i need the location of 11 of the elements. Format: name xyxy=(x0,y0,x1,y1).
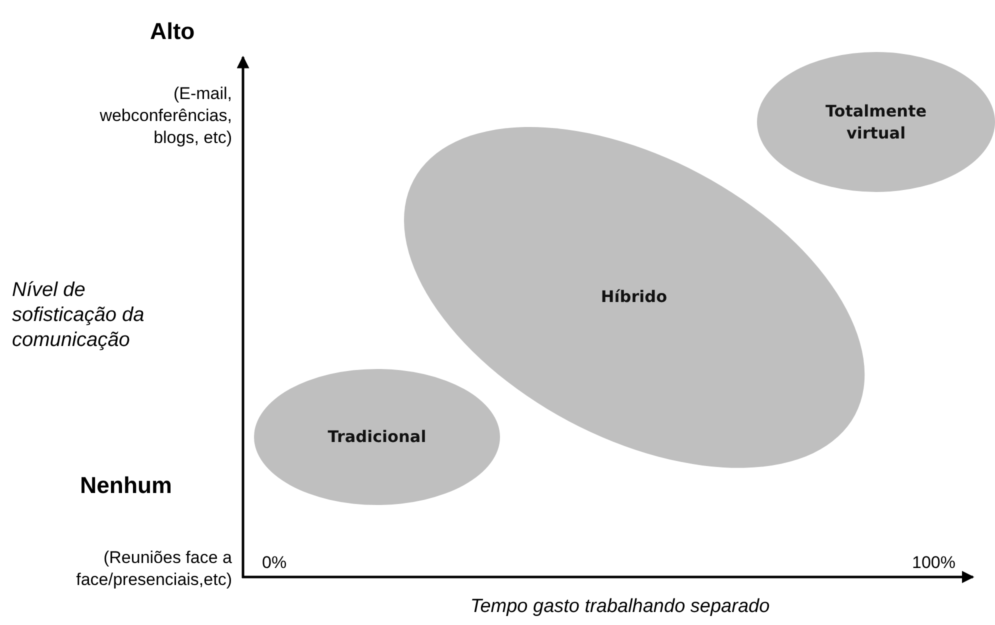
tick-label: 100% xyxy=(912,553,956,573)
axis-title: Tempo gasto trabalhando separado xyxy=(469,596,771,618)
region-label: Híbrido xyxy=(600,286,668,308)
axis-note: (Reuniões face a face/presenciais,etc) xyxy=(75,547,232,592)
axis-note: (E-mail, webconferências, blogs, etc) xyxy=(98,83,232,150)
axis-level-label: Nenhum xyxy=(80,472,173,498)
region-label: Tradicional xyxy=(326,426,428,448)
axis-title: Nível de sofisticação da comunicação xyxy=(12,278,146,353)
region-label: Totalmente virtual xyxy=(824,100,928,144)
axis-level-label: Alto xyxy=(150,18,196,44)
tick-label: 0% xyxy=(262,553,288,573)
